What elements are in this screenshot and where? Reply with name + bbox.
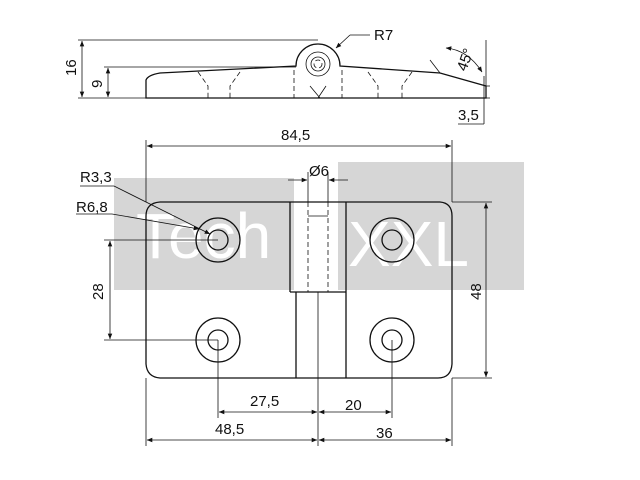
label-hole-spacing-vertical: 28: [90, 283, 107, 300]
label-knuckle-radius: R7: [374, 27, 393, 44]
knuckle-split-2: [317, 85, 327, 99]
top-view-outline: [145, 201, 453, 379]
angle-45-ref: [429, 59, 441, 74]
watermark-text-left: Tech: [136, 200, 271, 272]
label-height-leaf: 9: [89, 80, 106, 88]
angle-45-arc: [445, 46, 483, 73]
label-bevel-angle: 45°: [454, 46, 478, 73]
label-overall-width: 84,5: [281, 127, 310, 144]
leader-r7-arrow: [335, 34, 351, 49]
hole-top-right: [369, 217, 415, 263]
label-left-edge-to-pin: 48,5: [215, 421, 244, 438]
label-height-total: 16: [63, 59, 80, 76]
countersink-left: [197, 71, 241, 98]
label-pin-to-right-hole: 20: [345, 397, 362, 414]
watermark-box-left: [114, 178, 294, 290]
leader-r6-8: [111, 213, 200, 231]
label-hole-radius: R3,3: [80, 169, 112, 186]
knuckle-pin-hidden: [313, 59, 323, 69]
label-overall-height: 48: [468, 283, 485, 300]
top-view: 84,5 Ø6 R3,3 R6,8 28 48 27,5: [76, 127, 492, 446]
label-edge-thickness: 3,5: [458, 107, 479, 124]
watermark-box-right: [338, 162, 524, 290]
knuckle-pin-inner: [310, 56, 326, 72]
watermark-text-right: XXL: [348, 208, 469, 280]
side-view: 16 9 R7 45° 3,5: [63, 27, 490, 125]
side-view-profile: [145, 43, 487, 99]
label-left-hole-to-pin: 27,5: [250, 393, 279, 410]
label-counterbore-radius: R6,8: [76, 199, 108, 216]
countersink-right: [367, 71, 413, 98]
knuckle-pin-outer: [305, 51, 331, 77]
watermark: Tech XXL: [114, 162, 524, 290]
knuckle-split-1: [309, 85, 321, 99]
label-pin-diameter: Ø6: [309, 163, 329, 180]
label-pin-to-right-edge: 36: [376, 425, 393, 442]
